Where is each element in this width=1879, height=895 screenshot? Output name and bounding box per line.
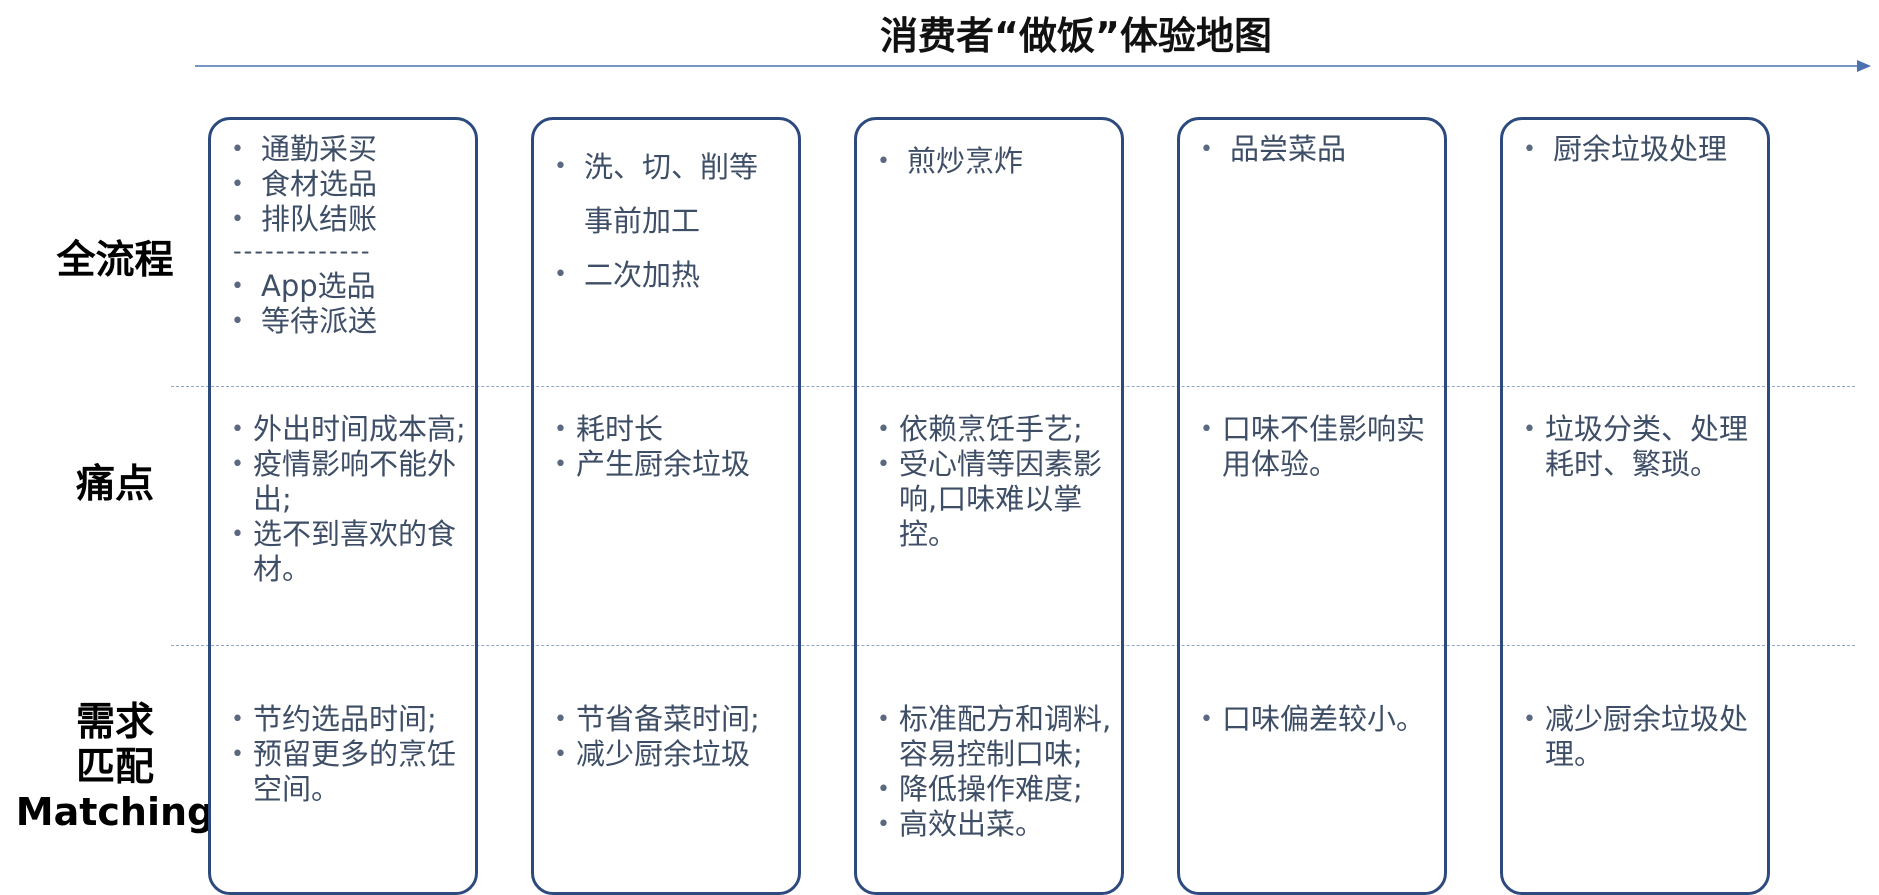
list-item: 等待派送 [211,304,481,339]
diagram-title: 消费者“做饭”体验地图 [880,14,1272,58]
pain-list: 耗时长 产生厨余垃圾 [534,412,804,482]
pain-list: 外出时间成本高; 疫情影响不能外出; 选不到喜欢的食材。 [211,412,481,587]
list-item: 标准配方和调料,容易控制口味; [857,702,1127,772]
list-item: 口味不佳影响实用体验。 [1180,412,1450,482]
list-item: 品尝菜品 [1180,132,1450,167]
list-item: 产生厨余垃圾 [534,447,804,482]
process-list-online: App选品 等待派送 [211,269,481,339]
pain-list: 口味不佳影响实用体验。 [1180,412,1450,482]
list-item: 外出时间成本高; [211,412,481,447]
stage-column-1: 通勤采买 食材选品 排队结账 ------------- App选品 等待派送 … [208,117,478,895]
list-item: 耗时长 [534,412,804,447]
list-item: 预留更多的烹饪空间。 [211,737,481,807]
timeline-arrow [195,60,1871,72]
stage-column-4: 品尝菜品 口味不佳影响实用体验。 口味偏差较小。 [1177,117,1447,895]
needs-list: 减少厨余垃圾处理。 [1503,702,1773,772]
row-label-needs-cn1: 需求 [75,700,154,745]
list-item: 选不到喜欢的食材。 [211,517,481,587]
needs-cell: 口味偏差较小。 [1180,702,1450,737]
needs-list: 节约选品时间; 预留更多的烹饪空间。 [211,702,481,807]
stage-column-5: 厨余垃圾处理 垃圾分类、处理耗时、繁琐。 减少厨余垃圾处理。 [1500,117,1770,895]
process-list: 品尝菜品 [1180,132,1450,167]
list-item: 节约选品时间; [211,702,481,737]
list-item: 垃圾分类、处理耗时、繁琐。 [1503,412,1773,482]
list-item: App选品 [211,269,481,304]
process-cell: 厨余垃圾处理 [1503,132,1773,167]
pain-cell: 垃圾分类、处理耗时、繁琐。 [1503,412,1773,482]
row-label-needs-en: Matching [15,790,215,834]
process-cell: 洗、切、削等事前加工 二次加热 [534,140,804,302]
pain-cell: 耗时长 产生厨余垃圾 [534,412,804,482]
list-item: 节省备菜时间; [534,702,804,737]
row-label-needs: 需求 匹配 Matching [0,700,230,835]
list-item: 减少厨余垃圾处理。 [1503,702,1773,772]
pain-list: 垃圾分类、处理耗时、繁琐。 [1503,412,1773,482]
stage-column-3: 煎炒烹炸 依赖烹饪手艺; 受心情等因素影响,口味难以掌控。 标准配方和调料,容易… [854,117,1124,895]
process-cell: 煎炒烹炸 [857,144,1127,179]
pain-list: 依赖烹饪手艺; 受心情等因素影响,口味难以掌控。 [857,412,1127,552]
process-list: 洗、切、削等事前加工 二次加热 [534,140,804,302]
separator: ------------- [233,239,372,263]
needs-cell: 减少厨余垃圾处理。 [1503,702,1773,772]
list-item: 通勤采买 [211,132,481,167]
list-item: 疫情影响不能外出; [211,447,481,517]
needs-cell: 节约选品时间; 预留更多的烹饪空间。 [211,702,481,807]
row-label-pain-text: 痛点 [75,462,154,507]
list-item: 降低操作难度; [857,772,1127,807]
needs-list: 节省备菜时间; 减少厨余垃圾 [534,702,804,772]
process-list: 煎炒烹炸 [857,144,1127,179]
list-item: 食材选品 [211,167,481,202]
needs-cell: 节省备菜时间; 减少厨余垃圾 [534,702,804,772]
stage-column-2: 洗、切、削等事前加工 二次加热 耗时长 产生厨余垃圾 节省备菜时间; 减少厨余垃… [531,117,801,895]
pain-cell: 外出时间成本高; 疫情影响不能外出; 选不到喜欢的食材。 [211,412,481,587]
process-cell: 通勤采买 食材选品 排队结账 ------------- App选品 等待派送 [211,132,481,339]
row-divider-2 [171,645,1855,646]
row-label-pain: 痛点 [0,462,230,507]
list-item: 高效出菜。 [857,807,1127,842]
process-cell: 品尝菜品 [1180,132,1450,167]
list-item: 排队结账 [211,202,481,237]
needs-list: 标准配方和调料,容易控制口味; 降低操作难度; 高效出菜。 [857,702,1127,842]
process-list: 通勤采买 食材选品 排队结账 [211,132,481,237]
list-item: 洗、切、削等事前加工 [534,140,804,248]
list-item: 口味偏差较小。 [1180,702,1450,737]
list-item: 煎炒烹炸 [857,144,1127,179]
process-list: 厨余垃圾处理 [1503,132,1773,167]
needs-list: 口味偏差较小。 [1180,702,1450,737]
row-label-process: 全流程 [0,238,230,283]
list-item: 减少厨余垃圾 [534,737,804,772]
list-item: 受心情等因素影响,口味难以掌控。 [857,447,1127,552]
pain-cell: 依赖烹饪手艺; 受心情等因素影响,口味难以掌控。 [857,412,1127,552]
row-divider-1 [171,386,1855,387]
row-label-needs-cn2: 匹配 [75,745,154,790]
row-label-process-text: 全流程 [56,238,174,283]
list-item: 厨余垃圾处理 [1503,132,1773,167]
list-item: 二次加热 [534,248,804,302]
pain-cell: 口味不佳影响实用体验。 [1180,412,1450,482]
list-item: 依赖烹饪手艺; [857,412,1127,447]
needs-cell: 标准配方和调料,容易控制口味; 降低操作难度; 高效出菜。 [857,702,1127,842]
